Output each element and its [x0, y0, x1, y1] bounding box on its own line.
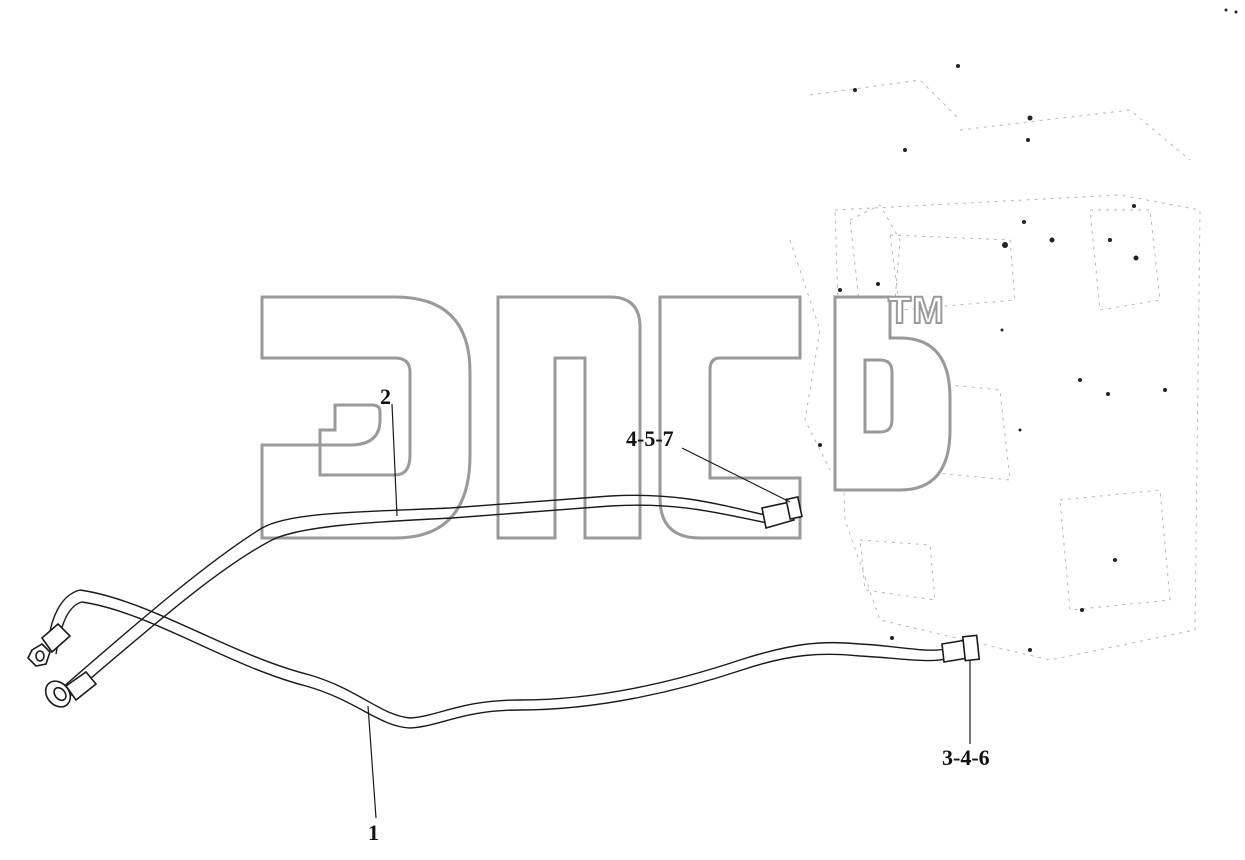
hose-part-1	[47, 589, 951, 729]
leader-lines	[367, 403, 971, 819]
engine-sketch-dots	[558, 8, 1238, 652]
watermark-logo	[260, 295, 952, 540]
callout-parts-4-5-7: 4-5-7	[626, 426, 674, 451]
fitting-hose-1-left	[27, 622, 72, 667]
watermark-trademark: TM	[887, 289, 945, 333]
fitting-hose-2-left	[44, 670, 98, 708]
engine-block-sketch	[789, 79, 1201, 661]
hose-part-2	[61, 494, 773, 697]
callout-part-2: 2	[380, 384, 391, 409]
fitting-hose-1-right	[941, 634, 981, 663]
callout-parts-3-4-6: 3-4-6	[942, 745, 990, 770]
fitting-hose-2-right	[761, 496, 803, 530]
callout-part-1: 1	[368, 820, 379, 845]
